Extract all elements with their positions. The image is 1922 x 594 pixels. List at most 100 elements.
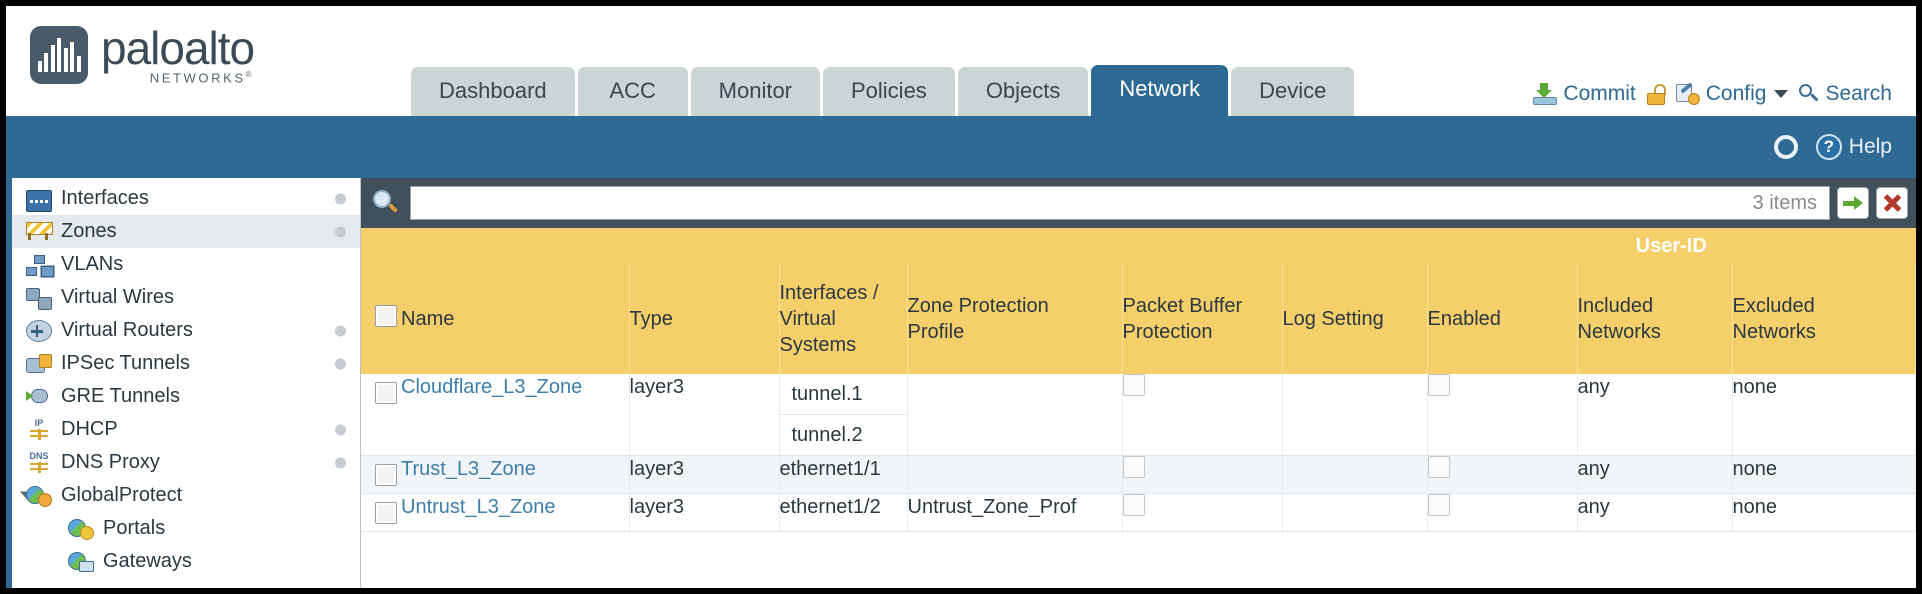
column-header-excluded-networks[interactable]: Excluded Networks [1732,264,1916,374]
question-mark-icon: ? [1815,134,1842,160]
search-button[interactable]: Search [1799,82,1892,106]
modified-dot-icon [335,226,346,237]
tab-acc[interactable]: ACC [577,67,688,116]
refresh-icon[interactable] [1772,134,1800,160]
vlans-icon [26,254,52,277]
search-icon[interactable] [373,190,399,216]
zone-name-link[interactable]: Untrust_L3_Zone [401,496,556,518]
clear-filter-button[interactable] [1876,187,1908,219]
cell-type: layer3 [629,374,780,456]
packet-buffer-protection-checkbox[interactable] [1122,456,1145,478]
column-header-enabled[interactable]: Enabled [1427,264,1578,374]
sidebar-item-label: IPSec Tunnels [61,352,190,374]
sidebar-item-dns-proxy[interactable]: DNS DNS Proxy [12,446,360,479]
sidebar-item-gateways[interactable]: Gateways [12,545,360,578]
column-header-interfaces[interactable]: Interfaces / Virtual Systems [779,264,908,374]
config-menu[interactable]: Config [1675,82,1789,106]
dhcp-icon: IP [26,418,52,441]
row-checkbox[interactable] [375,502,397,524]
sidebar-item-label: Virtual Wires [61,286,174,308]
cell-packet-buffer-protection [1122,455,1283,494]
cell-zone-protection-profile [907,374,1123,456]
cell-interfaces: tunnel.1 tunnel.2 [779,374,908,456]
commit-button[interactable]: Commit [1533,82,1636,106]
column-header-packet-buffer-protection[interactable]: Packet Buffer Protection [1122,264,1283,374]
globalprotect-icon [26,485,52,507]
padlock-icon[interactable] [1646,83,1666,105]
sidebar-item-vlans[interactable]: VLANs [12,248,360,281]
sidebar-item-label: GRE Tunnels [61,385,180,407]
col-line-2: Profile [907,321,965,343]
sidebar-item-zones[interactable]: Zones [12,215,360,248]
userid-enabled-checkbox[interactable] [1427,456,1450,478]
userid-enabled-checkbox[interactable] [1427,374,1450,396]
col-line-2: Networks [1732,321,1816,343]
gre-tunnels-icon [26,387,52,409]
portals-icon [68,518,94,540]
zones-table: User-ID Name Type Interfaces / Virtual [361,228,1916,532]
top-header-bar: paloalto NETWORKS® Dashboard ACC Monitor… [6,6,1916,116]
cell-excluded-networks: none [1732,374,1916,456]
column-header-log-setting[interactable]: Log Setting [1282,264,1428,374]
col-line-1: Zone Protection [907,295,1049,317]
row-select-cell [361,493,401,532]
packet-buffer-protection-checkbox[interactable] [1122,374,1145,396]
sidebar-item-portals[interactable]: Portals [12,512,360,545]
tab-dashboard[interactable]: Dashboard [411,67,575,116]
userid-enabled-checkbox[interactable] [1427,494,1450,516]
column-header-included-networks[interactable]: Included Networks [1577,264,1733,374]
main-panel: 3 items [361,178,1916,588]
gateways-icon [68,551,94,573]
tab-policies[interactable]: Policies [823,67,955,116]
cell-included-networks: any [1577,455,1733,494]
sidebar-item-label: DNS Proxy [61,451,160,473]
col-line-2: Virtual [779,308,836,330]
help-button[interactable]: ? Help [1815,134,1892,160]
packet-buffer-protection-checkbox[interactable] [1122,494,1145,516]
zone-name-link[interactable]: Cloudflare_L3_Zone [401,376,583,398]
cell-included-networks: any [1577,374,1733,456]
sidebar-item-interfaces[interactable]: Interfaces [12,182,360,215]
tab-device[interactable]: Device [1231,67,1355,116]
sidebar-item-ipsec-tunnels[interactable]: IPSec Tunnels [12,347,360,380]
row-checkbox[interactable] [375,382,397,404]
virtual-routers-icon [26,320,52,342]
column-header-name[interactable]: Name [401,264,630,374]
table-row[interactable]: Trust_L3_Zone layer3 ethernet1/1 [361,455,1916,494]
sidebar-item-virtual-routers[interactable]: Virtual Routers [12,314,360,347]
cell-userid-enabled [1427,455,1578,494]
table-row[interactable]: Cloudflare_L3_Zone layer3 tunnel.1 tunne… [361,374,1916,456]
cell-interfaces: ethernet1/1 [779,455,908,494]
cell-log-setting [1282,455,1428,494]
sidebar-item-globalprotect[interactable]: GlobalProtect [12,479,360,512]
ipsec-tunnels-icon [26,353,52,376]
table-row[interactable]: Untrust_L3_Zone layer3 ethernet1/2 Untru… [361,493,1916,532]
cell-name: Untrust_L3_Zone [401,493,630,532]
config-gear-icon [1675,82,1700,105]
interfaces-icon [26,189,52,212]
sidebar-item-virtual-wires[interactable]: Virtual Wires [12,281,360,314]
tab-network[interactable]: Network [1091,65,1229,116]
secondary-blue-bar: ? Help [6,116,1916,178]
row-checkbox[interactable] [375,464,397,486]
cell-included-networks: any [1577,493,1733,532]
search-input[interactable]: 3 items [410,186,1830,220]
column-header-zone-protection-profile[interactable]: Zone Protection Profile [907,264,1123,374]
apply-filter-button[interactable] [1837,187,1869,219]
select-all-header [361,264,401,374]
tab-monitor[interactable]: Monitor [690,67,820,116]
modified-dot-icon [335,358,346,369]
cell-type: layer3 [629,493,780,532]
cell-log-setting [1282,493,1428,532]
sidebar-item-gre-tunnels[interactable]: GRE Tunnels [12,380,360,413]
commit-icon [1533,83,1558,105]
select-all-checkbox[interactable] [375,304,397,327]
sidebar-item-dhcp[interactable]: IP DHCP [12,413,360,446]
col-line-1: Interfaces / [779,282,879,304]
tab-objects[interactable]: Objects [957,67,1089,116]
item-count-label: 3 items [1752,191,1817,214]
sidebar-item-label: Virtual Routers [61,319,193,341]
column-header-type[interactable]: Type [629,264,780,374]
table-header-row: Name Type Interfaces / Virtual Systems Z… [361,264,1916,374]
zone-name-link[interactable]: Trust_L3_Zone [401,458,536,480]
